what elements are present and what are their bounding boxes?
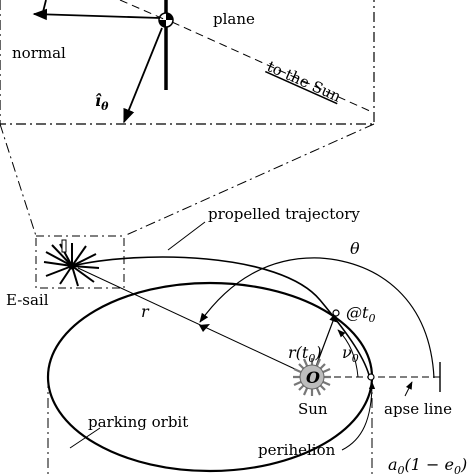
i-theta-arrow bbox=[123, 27, 163, 124]
parking-pointer bbox=[69, 427, 101, 449]
esail-zoom-box bbox=[35, 235, 125, 289]
r-line bbox=[77, 267, 313, 378]
parking-orbit-label: parking orbit bbox=[88, 413, 188, 431]
normal-tick bbox=[41, 0, 47, 17]
propelled-trajectory-label: propelled trajectory bbox=[208, 205, 360, 223]
a0-label: a0(1 − e0) bbox=[388, 455, 467, 474]
sun-icon bbox=[293, 358, 331, 396]
t0-point bbox=[332, 309, 340, 317]
sun-line-back bbox=[119, 0, 167, 21]
o-label: O bbox=[306, 368, 320, 387]
esail-label: E-sail bbox=[6, 291, 49, 309]
nu0-label: ν0 bbox=[342, 343, 359, 365]
r-arrow bbox=[199, 324, 210, 332]
perihelion-pointer bbox=[341, 381, 376, 451]
zoom-line-right bbox=[123, 123, 375, 237]
propelled-pointer bbox=[167, 221, 206, 251]
theta-arc bbox=[199, 257, 435, 379]
esail-icon bbox=[43, 239, 100, 287]
zoom-line-left bbox=[0, 123, 37, 237]
apse-pointer bbox=[404, 381, 413, 397]
theta-label: θ bbox=[350, 239, 360, 258]
r-label: r bbox=[141, 302, 150, 321]
perihelion-point bbox=[367, 373, 375, 381]
plane-label: plane bbox=[213, 10, 255, 28]
inset-panel: plane normal îθ to the Sun bbox=[0, 0, 375, 125]
at-t0-label: @t0 bbox=[346, 303, 375, 325]
to-sun-line bbox=[171, 21, 373, 113]
propelled-trajectory bbox=[71, 256, 371, 380]
inset-border bbox=[0, 0, 375, 125]
i-theta-label: îθ bbox=[95, 91, 109, 113]
sail-node-fill bbox=[166, 13, 173, 20]
perihelion-label: perihelion bbox=[258, 441, 336, 459]
to-sun-label: to the Sun bbox=[264, 57, 344, 106]
normal-arrow bbox=[32, 8, 161, 21]
apse-line-label: apse line bbox=[384, 400, 452, 418]
nu0-arc bbox=[337, 329, 359, 378]
sun-label: Sun bbox=[298, 400, 328, 418]
r-t0-label: r(t0) bbox=[288, 343, 322, 365]
normal-label: normal bbox=[12, 44, 66, 62]
